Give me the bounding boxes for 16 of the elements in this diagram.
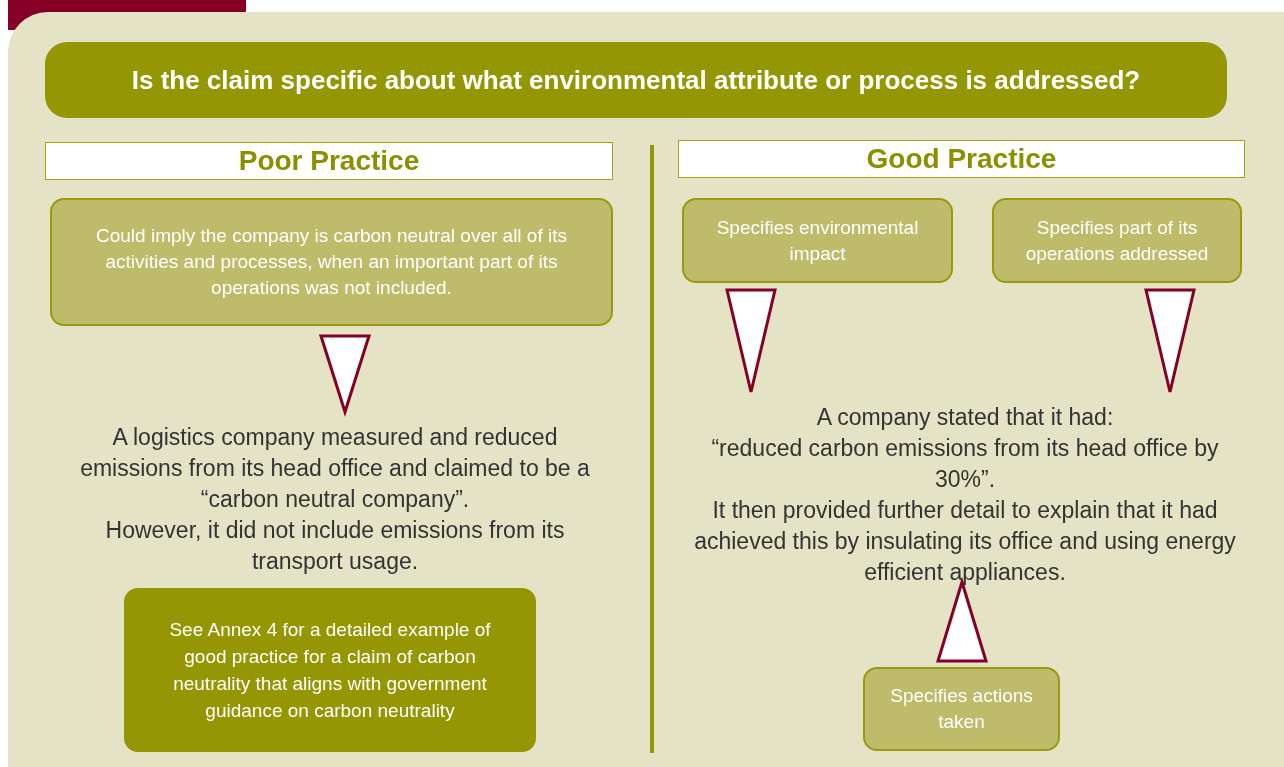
body-text: It then provided further detail to explain that it had achieved this by insulating its office and using energy efficient appliances.: [693, 496, 1237, 587]
body-text: “reduced carbon emissions from its head office by 30%”.: [710, 434, 1220, 494]
section-heading: Poor Practice: [45, 142, 613, 180]
question-banner: Is the claim specific about what environmental attribute or process is addressed?: [45, 42, 1227, 118]
callout-box: Specifies actions taken: [863, 667, 1060, 751]
pointer-arrow: [1144, 288, 1196, 394]
pointer-arrow: [318, 334, 372, 417]
callout-box: Specifies environmental impact: [682, 198, 953, 283]
body-text: However, it did not include emissions from its transport usage.: [104, 516, 566, 576]
body-text: A logistics company measured and reduced emissions from its head office and claimed to be a “carbon neutral company”.: [79, 423, 591, 514]
body-text: A company stated that it had:: [816, 403, 1114, 432]
section-heading: Good Practice: [678, 140, 1245, 178]
note-box: See Annex 4 for a detailed example of good practice for a claim of carbon neutrality that aligns with government guidance on carbon neutrality: [124, 588, 536, 752]
callout-box: Specifies part of its operations addressed: [992, 198, 1242, 283]
pointer-arrow: [725, 288, 777, 394]
callout-box: Could imply the company is carbon neutral over all of its activities and processes, when an important part of its operations was not included.: [50, 198, 613, 326]
